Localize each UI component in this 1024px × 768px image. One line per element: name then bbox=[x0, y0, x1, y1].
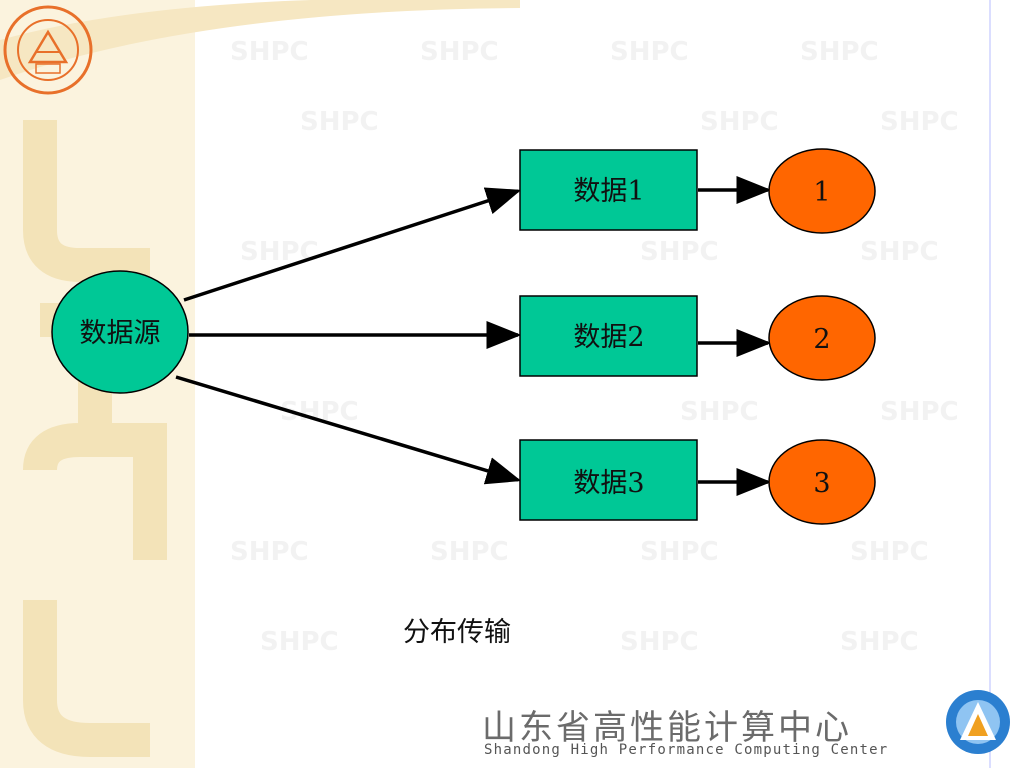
arrow-source-to-data-1 bbox=[183, 187, 522, 302]
svg-text:SHPC: SHPC bbox=[620, 627, 699, 657]
svg-text:SHPC: SHPC bbox=[850, 537, 929, 567]
svg-text:SHPC: SHPC bbox=[640, 537, 719, 567]
svg-text:SHPC: SHPC bbox=[420, 37, 499, 67]
footer-org-name-en: Shandong High Performance Computing Cent… bbox=[484, 742, 889, 758]
data-box-1-label: 数据1 bbox=[573, 176, 644, 207]
data-box-3-label: 数据3 bbox=[573, 468, 644, 499]
arrow-source-to-data-3 bbox=[175, 375, 522, 485]
data-box-2 bbox=[519, 295, 698, 377]
result-node-1-label: 1 bbox=[813, 177, 830, 208]
result-node-1 bbox=[768, 148, 876, 234]
diagram-caption: 分布传输 bbox=[403, 617, 511, 648]
svg-text:SHPC: SHPC bbox=[680, 397, 759, 427]
university-seal-icon bbox=[3, 5, 93, 95]
svg-text:SHPC: SHPC bbox=[840, 627, 919, 657]
result-node-3-label: 3 bbox=[813, 468, 830, 499]
svg-text:SHPC: SHPC bbox=[880, 397, 959, 427]
svg-text:SHPC: SHPC bbox=[300, 107, 379, 137]
svg-text:SHPC: SHPC bbox=[640, 237, 719, 267]
result-node-3 bbox=[768, 439, 876, 525]
watermark-pattern: SHPC SHPC SHPC SHPC SHPC SHPC SHPC SHPC SHPC SH… bbox=[230, 37, 959, 657]
result-node-2-label: 2 bbox=[813, 324, 830, 355]
svg-text:SHPC: SHPC bbox=[230, 537, 309, 567]
hpc-center-logo-icon bbox=[946, 690, 1010, 754]
footer-org-name-cn: 山东省高性能计算中心 bbox=[482, 708, 852, 748]
svg-text:SHPC: SHPC bbox=[230, 37, 309, 67]
source-node bbox=[51, 270, 189, 394]
data-box-1 bbox=[519, 149, 698, 231]
svg-text:SHPC: SHPC bbox=[610, 37, 689, 67]
result-node-2 bbox=[768, 295, 876, 381]
data-box-2-label: 数据2 bbox=[573, 322, 644, 353]
svg-text:SHPC: SHPC bbox=[700, 107, 779, 137]
data-box-3 bbox=[519, 439, 698, 521]
svg-text:SHPC: SHPC bbox=[860, 237, 939, 267]
svg-text:SHPC: SHPC bbox=[800, 37, 879, 67]
top-arc bbox=[0, 0, 520, 80]
svg-text:SHPC: SHPC bbox=[430, 537, 509, 567]
source-node-label: 数据源 bbox=[80, 318, 161, 349]
svg-text:SHPC: SHPC bbox=[260, 627, 339, 657]
svg-text:SHPC: SHPC bbox=[880, 107, 959, 137]
